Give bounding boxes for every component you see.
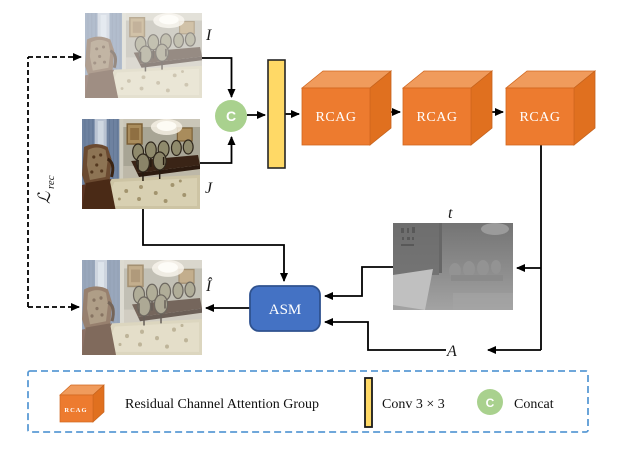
loss-subscript: rec xyxy=(45,175,57,189)
arrow-t-to-asm xyxy=(324,266,393,300)
rec-loss-label: ℒ rec xyxy=(35,175,57,204)
legend: RCAG Residual Channel Attention Group Co… xyxy=(27,370,589,433)
rcag-block-2: RCAG xyxy=(401,70,494,146)
rcag2-label: RCAG xyxy=(417,110,458,125)
legend-conv-bar-icon xyxy=(364,377,373,428)
dehazed-output-label: Î xyxy=(205,276,213,295)
legend-concat-circle-icon xyxy=(477,389,503,415)
loss-symbol: ℒ xyxy=(35,191,54,204)
hazy-input-image xyxy=(85,13,202,98)
haze-overlay xyxy=(85,13,202,98)
rcag-block-3: RCAG xyxy=(504,70,597,146)
legend-border xyxy=(27,370,589,433)
hazy-input-label: I xyxy=(205,27,212,44)
atmospheric-light-label: A xyxy=(446,343,457,360)
arrow-clear-to-concat xyxy=(200,136,236,164)
legend-concat-description: Concat xyxy=(514,397,554,412)
legend-rcag-cube-label: RCAG xyxy=(64,407,87,414)
arrow-a-to-asm xyxy=(324,318,446,351)
rec-loss-dashed-loop xyxy=(27,53,82,311)
rcag-block-1: RCAG xyxy=(300,70,393,146)
clear-reference-image xyxy=(82,119,200,209)
concat-circle-label: C xyxy=(226,108,236,124)
legend-rcag-description: Residual Channel Attention Group xyxy=(125,397,319,412)
dehazed-output-image xyxy=(82,260,202,355)
light-overlay xyxy=(82,260,202,355)
legend-rcag-cube-icon: RCAG xyxy=(59,384,105,423)
rcag1-label: RCAG xyxy=(316,110,357,125)
clear-reference-label: J xyxy=(205,180,213,197)
arrow-hazy-to-concat xyxy=(202,57,236,98)
concat-circle xyxy=(215,100,247,132)
asm-block xyxy=(249,285,321,332)
arrow-clear-to-asm xyxy=(142,209,288,282)
legend-conv-description: Conv 3 × 3 xyxy=(382,397,445,412)
asm-label: ASM xyxy=(269,302,302,318)
rcag3-label: RCAG xyxy=(520,110,561,125)
transmission-map-image xyxy=(393,223,513,310)
conv-bar xyxy=(267,59,286,169)
legend-concat-circle-label: C xyxy=(486,396,495,410)
transmission-map-label: t xyxy=(448,205,453,222)
